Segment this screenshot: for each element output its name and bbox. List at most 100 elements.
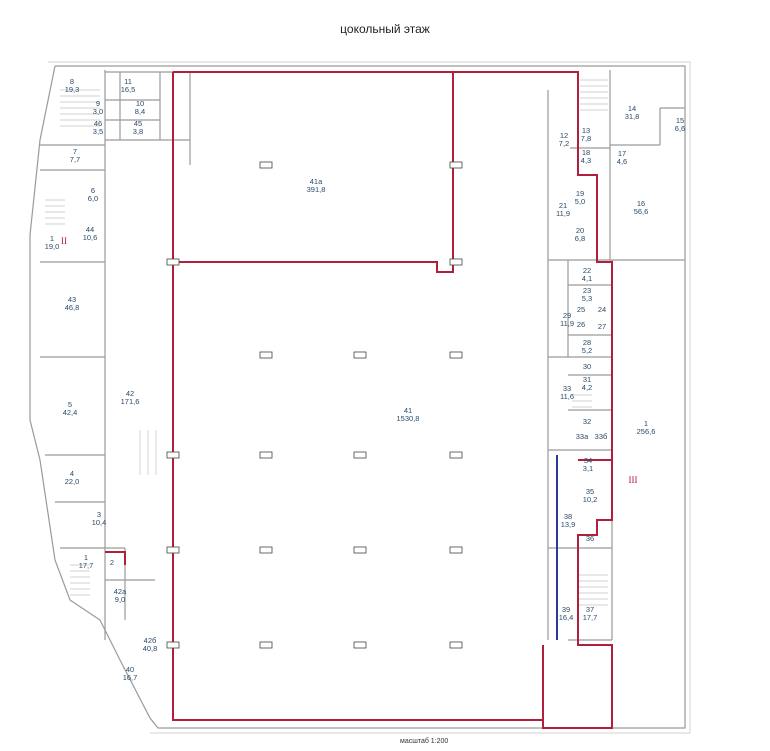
room-area: 9,0 [115,595,125,604]
room-area: 7,2 [559,139,569,148]
room-area: 3,0 [93,107,103,116]
room-number: 27 [598,322,606,331]
room-label: 33б [595,432,608,441]
room-number: 17 [618,149,626,158]
column-marker [353,351,367,359]
column-marker [166,641,180,649]
room-number: 43 [68,295,76,304]
room-area: 3,1 [583,464,593,473]
room-area: 16,7 [123,673,138,682]
column-marker [166,546,180,554]
room-area: 7,7 [70,155,80,164]
room-number: 1 [84,553,88,562]
room-area: 4,1 [582,274,592,283]
room-number: 33б [595,432,608,441]
room-number: 26 [577,320,585,329]
room-number: 9 [96,99,100,108]
room-label: 33а [576,432,589,441]
column-marker [353,546,367,554]
room-area: 19,3 [65,85,80,94]
room-number: 19 [576,189,584,198]
room-number: 16 [637,199,645,208]
room-number: 29 [563,311,571,320]
room-area: 31,8 [625,112,640,121]
room-label: 2 [110,558,114,567]
room-number: 22 [583,266,591,275]
room-area: 4,2 [582,383,592,392]
room-area: 256,6 [637,427,656,436]
room-number: 28 [583,338,591,347]
room-area: 10,2 [583,495,598,504]
room-number: 1 [50,234,54,243]
room-area: 6,6 [675,124,685,133]
column-marker [166,451,180,459]
room-number: 39 [562,605,570,614]
room-number: 14 [628,104,636,113]
room-area: 171,6 [121,397,140,406]
room-number: 45 [134,119,142,128]
room-area: 11,9 [560,319,574,328]
room-area: 40,8 [143,644,158,653]
column-marker [166,258,180,266]
room-number: 6 [91,186,95,195]
room-area: 16,4 [559,613,574,622]
room-area: 13,9 [561,520,576,529]
room-number: 15 [676,116,684,125]
column-marker [353,451,367,459]
room-number: 10 [136,99,144,108]
room-number: 8 [70,77,74,86]
scale-label: масштаб 1:200 [400,738,449,745]
room-number: 18 [582,148,590,157]
room-number: 44 [86,225,94,234]
room-number: 21 [559,201,567,210]
room-number: 35 [586,487,594,496]
column-marker [449,546,463,554]
room-area: 3,8 [133,127,143,136]
room-number: 5 [68,400,72,409]
room-label: 25 [577,305,585,314]
room-number: 13 [582,126,590,135]
column-marker [259,161,273,169]
room-number: 33 [563,384,571,393]
column-marker [259,546,273,554]
section-mark-ii: II [61,236,67,246]
column-marker [259,451,273,459]
room-number: 30 [583,362,591,371]
room-area: 5,3 [582,294,592,303]
room-area: 5,0 [575,197,585,206]
room-number: 1 [644,419,648,428]
room-area: 11,9 [556,209,570,218]
room-area: 5,2 [582,346,592,355]
room-number: 41 [404,406,412,415]
room-label: 36 [586,534,594,543]
room-label: 32 [583,417,591,426]
room-number: 3 [97,510,101,519]
column-marker [449,161,463,169]
columns [166,161,463,649]
